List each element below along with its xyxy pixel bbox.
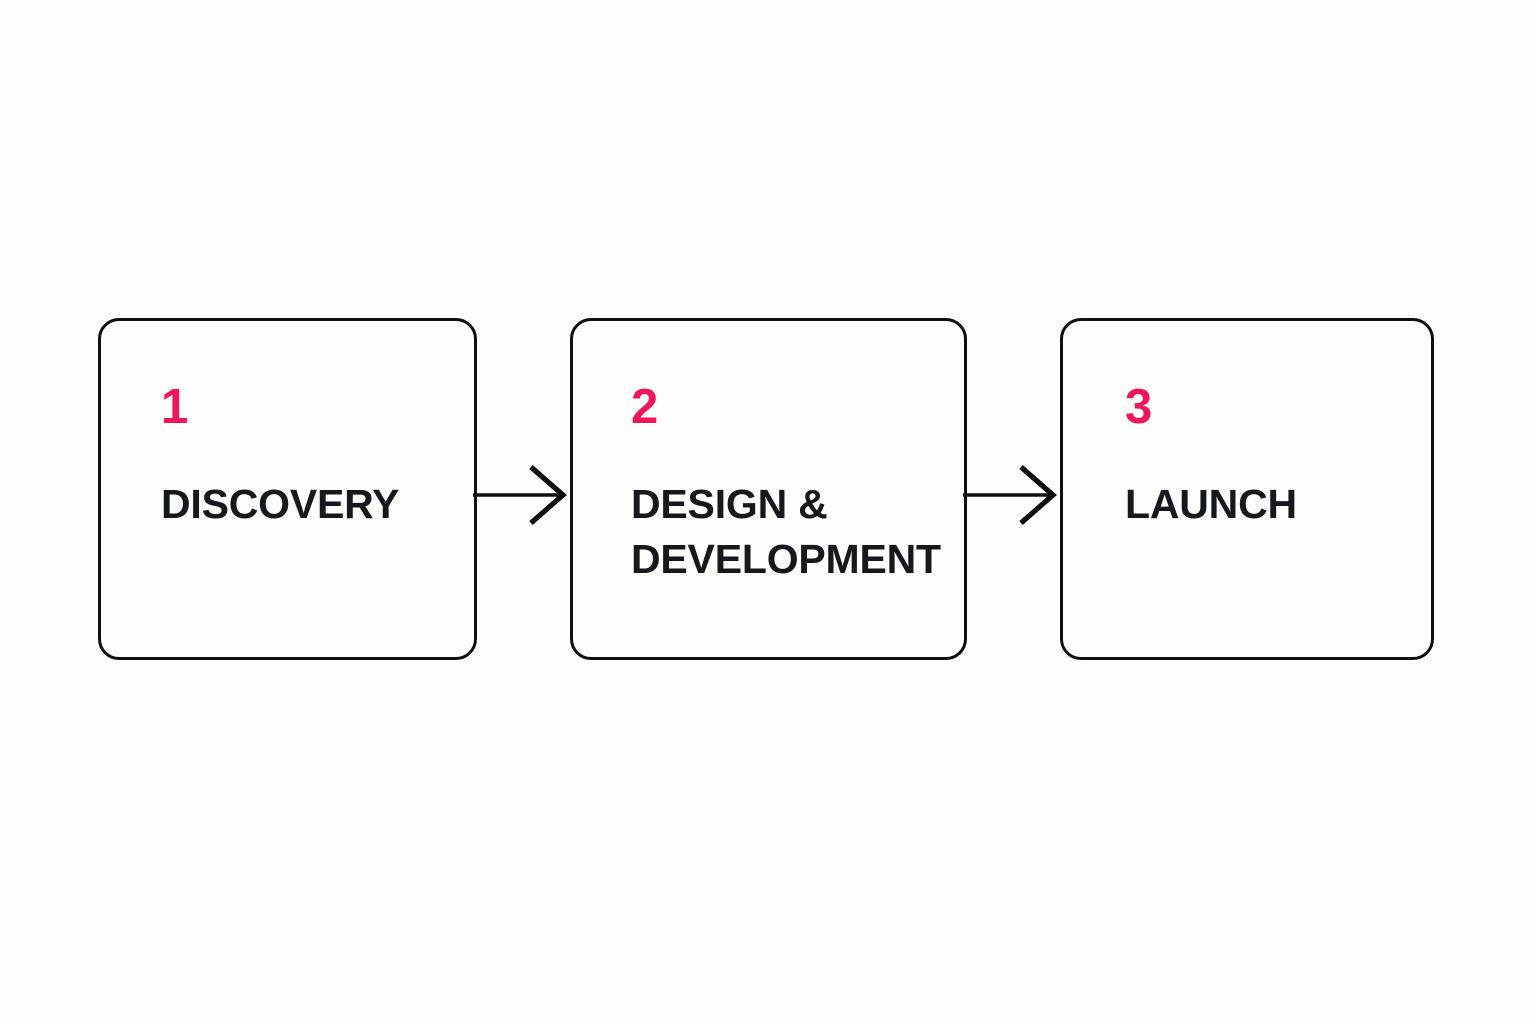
step-number-1: 1 bbox=[161, 380, 188, 434]
step-card-2[interactable]: 2 DESIGN & DEVELOPMENT bbox=[570, 318, 967, 660]
step-card-1[interactable]: 1 DISCOVERY bbox=[98, 318, 477, 660]
step-card-2-content: 2 DESIGN & DEVELOPMENT bbox=[631, 383, 972, 587]
connector-arrow-1-to-2 bbox=[473, 462, 569, 528]
step-number-3: 3 bbox=[1125, 380, 1152, 434]
step-card-3[interactable]: 3 LAUNCH bbox=[1060, 318, 1434, 660]
step-card-1-content: 1 DISCOVERY bbox=[161, 383, 470, 532]
step-label-2: DESIGN & DEVELOPMENT bbox=[631, 481, 941, 582]
step-card-3-content: 3 LAUNCH bbox=[1125, 383, 1427, 532]
step-label-1: DISCOVERY bbox=[161, 481, 400, 527]
step-number-2: 2 bbox=[631, 380, 658, 434]
connector-arrow-2-to-3 bbox=[963, 462, 1059, 528]
step-label-3: LAUNCH bbox=[1125, 481, 1297, 527]
